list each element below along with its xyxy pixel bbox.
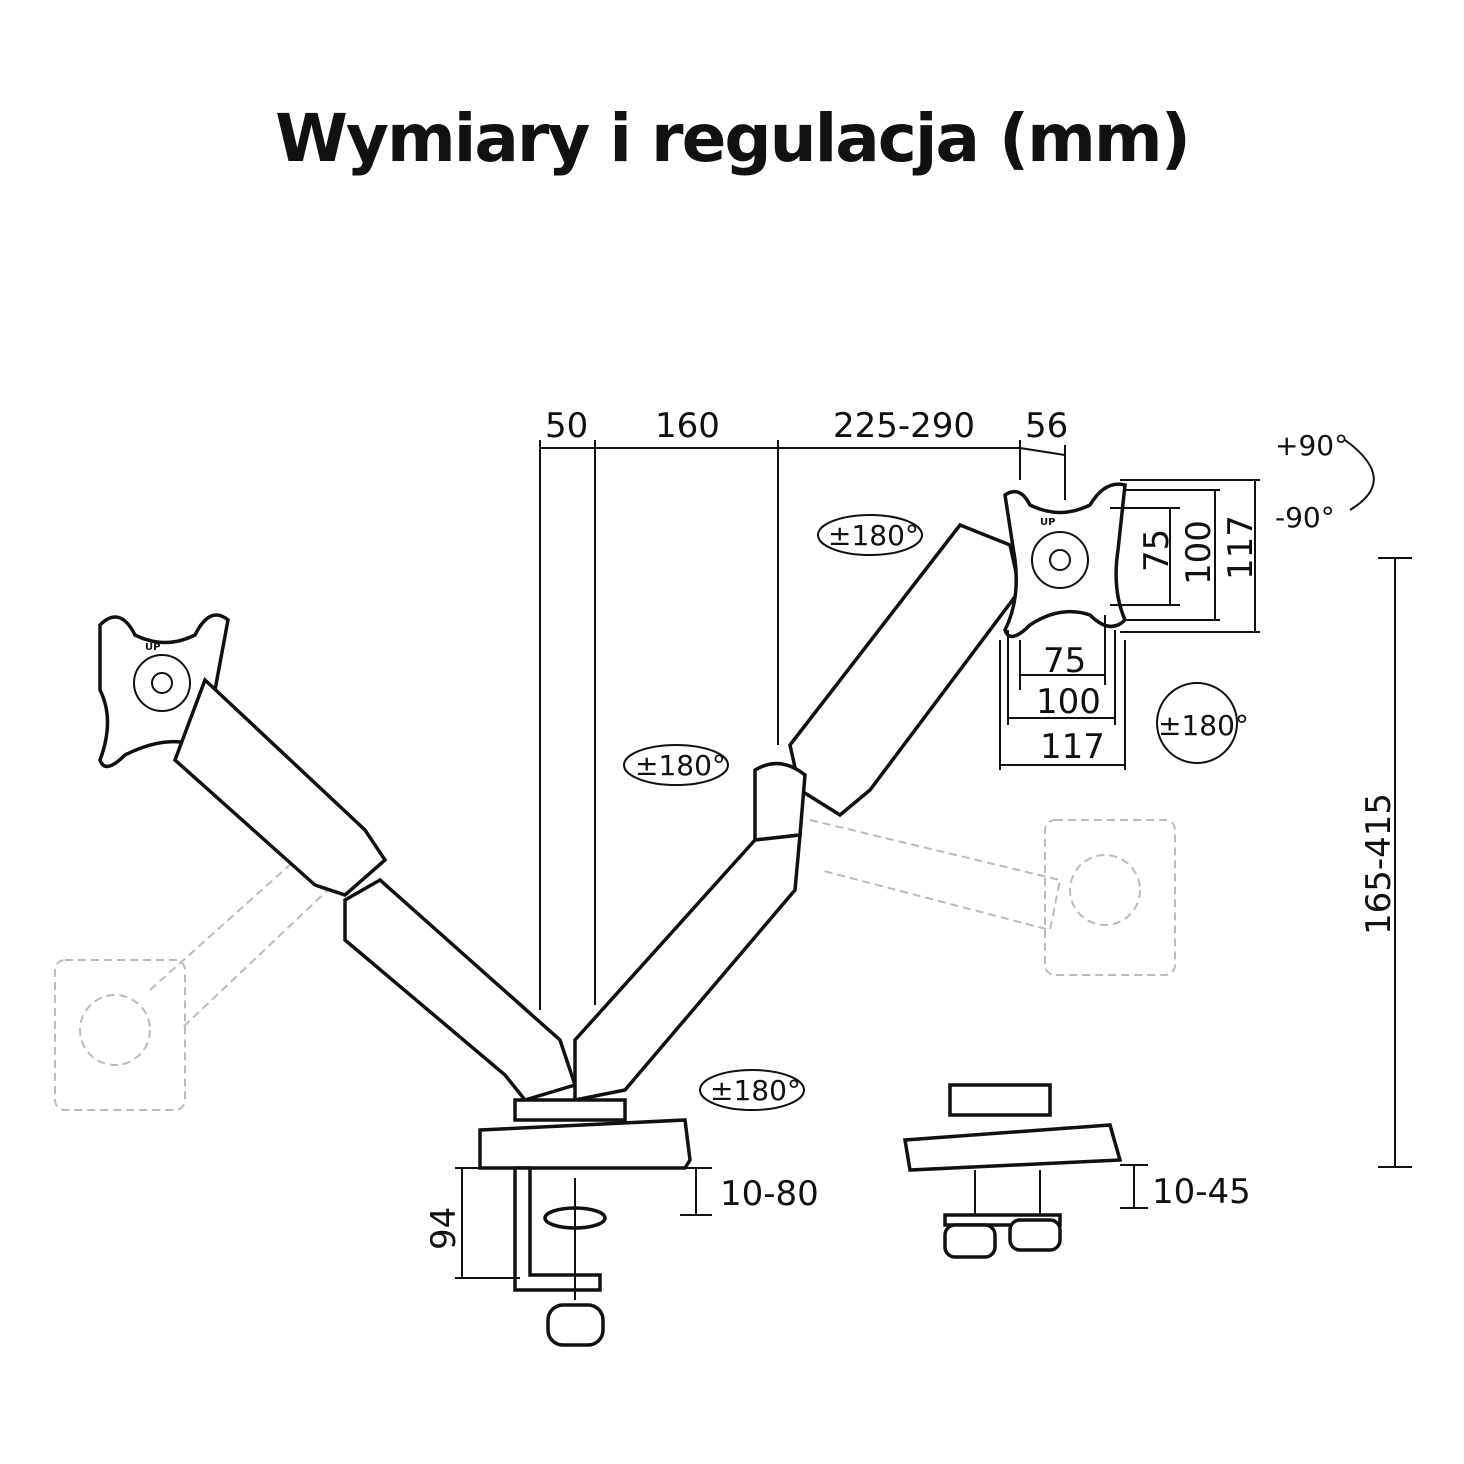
dim-clamp-depth: 94 xyxy=(424,1207,464,1250)
up-label: UP xyxy=(145,642,160,653)
dim-225-290: 225-290 xyxy=(833,406,975,446)
swivel-base-label: ±180° xyxy=(710,1074,801,1107)
right-joint xyxy=(753,761,807,842)
dim-50: 50 xyxy=(545,406,588,446)
right-lower-arm xyxy=(573,833,802,1103)
clamp-base xyxy=(478,1118,692,1170)
diagram-title: Wymiary i regulacja (mm) xyxy=(275,100,1191,177)
dim-vesa-h-75: 75 xyxy=(1137,529,1177,572)
dim-clamp-thickness: 10-80 xyxy=(720,1174,819,1214)
tilt-up-label: +90° xyxy=(1275,429,1348,462)
ghost-right-arm xyxy=(809,819,1176,976)
dim-160: 160 xyxy=(655,406,720,446)
swivel-arrow-icon xyxy=(817,514,923,556)
clamp-bracket xyxy=(513,1166,602,1292)
tilt-down-label: -90° xyxy=(1275,501,1335,534)
up-label: UP xyxy=(1040,517,1055,528)
grommet-plate xyxy=(943,1213,1062,1227)
swivel-arrow-icon xyxy=(699,1069,805,1111)
dim-height-range: 165-415 xyxy=(1359,793,1399,935)
dim-vesa-v-75: 75 xyxy=(1043,641,1086,681)
left-upper-arm xyxy=(172,676,388,897)
swivel-arrow-icon xyxy=(623,744,729,786)
tilt-arrow-icon xyxy=(1344,439,1375,511)
dim-vesa-v-117: 117 xyxy=(1040,727,1105,767)
swivel-middle-label: ±180° xyxy=(635,749,726,782)
swivel-top-label: ±180° xyxy=(828,519,919,552)
grommet-knob xyxy=(943,1223,997,1259)
dim-56: 56 xyxy=(1025,406,1068,446)
rotation-arrow-icon xyxy=(1156,682,1238,764)
pole-collar xyxy=(513,1098,627,1122)
dimension-lines xyxy=(455,440,1412,1279)
dim-vesa-h-100: 100 xyxy=(1179,520,1219,585)
left-lower-arm xyxy=(343,877,578,1103)
dim-grommet-thickness: 10-45 xyxy=(1152,1172,1251,1212)
rotation-plate-label: ±180° xyxy=(1158,709,1249,742)
dim-vesa-v-100: 100 xyxy=(1036,682,1101,722)
clamp-knob xyxy=(546,1303,605,1347)
dim-vesa-h-117: 117 xyxy=(1221,515,1261,580)
grommet-pole xyxy=(948,1083,1052,1117)
right-upper-arm xyxy=(788,522,1022,818)
grommet-base xyxy=(902,1123,1123,1172)
grommet-knob xyxy=(1008,1218,1062,1252)
right-monitor-plate: UP xyxy=(1003,482,1128,639)
